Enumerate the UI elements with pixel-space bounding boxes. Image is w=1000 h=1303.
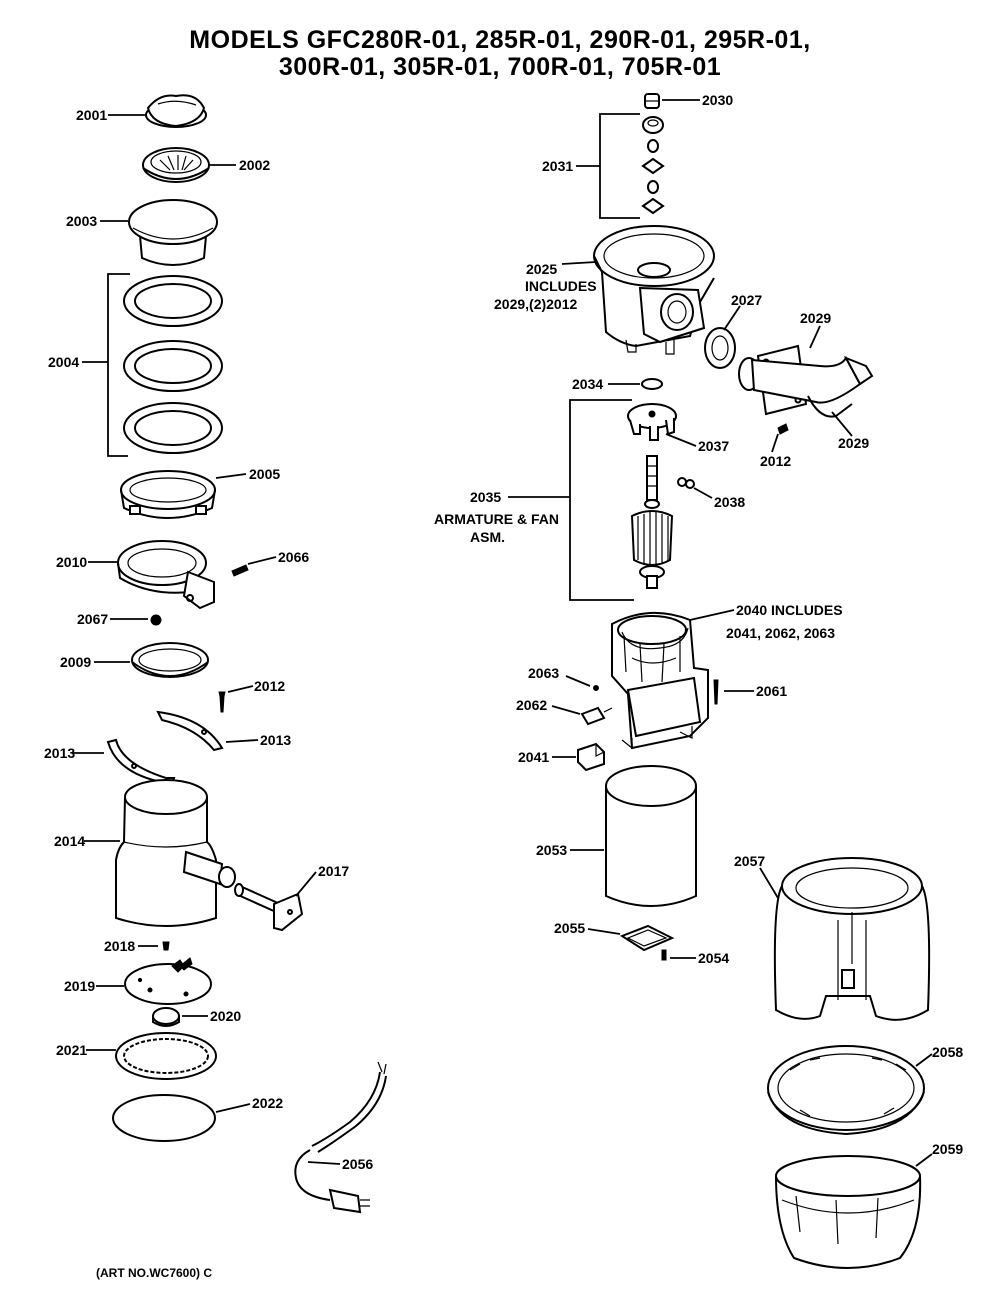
diagram-title-line-1: MODELS GFC280R-01, 285R-01, 290R-01, 295…	[189, 26, 811, 54]
label-2038: 2038	[714, 494, 745, 510]
part-2002-splash-guard-drawing	[142, 147, 210, 183]
label-2018: 2018	[104, 938, 135, 954]
label-2029-top: 2029	[800, 310, 831, 326]
label-2037: 2037	[698, 438, 729, 454]
part-2040-stator-assembly-drawing	[611, 611, 709, 750]
part-2001-stopper-drawing	[145, 94, 207, 128]
label-2035: 2035	[470, 489, 501, 505]
part-2038-clip-drawing	[677, 477, 695, 489]
part-2054-screw-drawing	[661, 949, 667, 961]
label-2059: 2059	[932, 1141, 963, 1157]
label-2010: 2010	[56, 554, 87, 570]
part-2013-support-ring-lower-drawing	[106, 738, 176, 786]
label-2013-right: 2013	[260, 732, 291, 748]
part-2035-armature-drawing	[630, 455, 674, 589]
part-2020-nut-drawing	[152, 1007, 180, 1027]
label-2001: 2001	[76, 107, 107, 123]
part-2063-screw-drawing	[593, 685, 599, 691]
part-2058-bottom-ring-drawing	[767, 1045, 925, 1136]
label-2067: 2067	[77, 611, 108, 627]
part-2029-discharge-tube-drawing	[738, 344, 874, 418]
part-2041-terminal-cover-drawing	[577, 742, 605, 772]
part-2013-support-ring-upper-drawing	[156, 710, 224, 752]
label-2058: 2058	[932, 1044, 963, 1060]
label-2040-list: 2041, 2062, 2063	[726, 625, 835, 641]
label-2062: 2062	[516, 697, 547, 713]
part-2012-screw-right-drawing	[777, 423, 789, 435]
label-2022: 2022	[252, 1095, 283, 1111]
label-2021: 2021	[56, 1042, 87, 1058]
label-2002: 2002	[239, 157, 270, 173]
label-2014: 2014	[54, 833, 85, 849]
part-2057-outer-shell-drawing	[773, 857, 931, 1021]
part-2053-motor-shell-drawing	[605, 765, 697, 907]
label-2017: 2017	[318, 863, 349, 879]
label-2054: 2054	[698, 950, 729, 966]
label-2003: 2003	[66, 213, 97, 229]
label-2005: 2005	[249, 466, 280, 482]
part-2061-screw-drawing	[713, 679, 719, 705]
label-2004: 2004	[48, 354, 79, 370]
part-2034-washer-drawing	[641, 378, 663, 390]
part-2003-sink-flange-drawing	[128, 199, 218, 266]
label-2034: 2034	[572, 376, 603, 392]
label-2025-list: 2029,(2)2012	[494, 296, 578, 312]
part-2062-switch-drawing	[580, 706, 613, 726]
part-2030-cap-drawing	[644, 93, 660, 109]
diagram-title-line-2: 300R-01, 305R-01, 700R-01, 705R-01	[278, 53, 722, 81]
part-2022-gasket-drawing	[112, 1094, 216, 1142]
label-2056: 2056	[342, 1156, 373, 1172]
label-2020: 2020	[210, 1008, 241, 1024]
part-2055-cover-plate-drawing	[619, 924, 675, 952]
part-2037-fan-drawing	[627, 403, 677, 441]
part-2021-grind-ring-drawing	[115, 1032, 217, 1080]
part-2031-hardware-kit-drawing	[641, 116, 665, 215]
label-2031: 2031	[542, 158, 573, 174]
part-2056-power-cord-drawing	[294, 1061, 387, 1214]
part-2019-turntable-drawing	[124, 957, 212, 1005]
part-2027-gasket-drawing	[704, 327, 736, 369]
label-2040: 2040 INCLUDES	[736, 602, 843, 618]
part-2012-screw-left-drawing	[218, 691, 226, 713]
part-2010-mounting-collar-drawing	[117, 540, 215, 610]
art-number-footer: (ART NO.WC7600) C	[96, 1266, 212, 1280]
label-2012-right: 2012	[760, 453, 791, 469]
label-2025-includes: INCLUDES	[525, 278, 597, 294]
part-2066-screw-drawing	[231, 564, 249, 577]
part-2014-hopper-body-drawing	[115, 779, 236, 927]
part-2004-gaskets-drawing	[123, 275, 223, 454]
label-2025: 2025	[526, 261, 557, 277]
part-2017-dishwasher-plug-drawing	[234, 883, 304, 932]
part-2018-bolt-drawing	[162, 941, 170, 951]
part-2025-upper-housing-drawing	[593, 225, 715, 355]
label-2055: 2055	[554, 920, 585, 936]
part-2009-snap-ring-drawing	[131, 642, 209, 678]
part-2067-nut-drawing	[150, 614, 162, 626]
label-2063: 2063	[528, 665, 559, 681]
label-2061: 2061	[756, 683, 787, 699]
part-2059-base-cup-drawing	[775, 1155, 922, 1269]
label-2009: 2009	[60, 654, 91, 670]
part-2005-mounting-ring-drawing	[120, 470, 216, 519]
label-2030: 2030	[702, 92, 733, 108]
label-2053: 2053	[536, 842, 567, 858]
label-2035-asm: ASM.	[470, 529, 505, 545]
label-2041: 2041	[518, 749, 549, 765]
label-2019: 2019	[64, 978, 95, 994]
label-2012-left: 2012	[254, 678, 285, 694]
label-2027: 2027	[731, 292, 762, 308]
label-2035-armature-fan: ARMATURE & FAN	[434, 511, 559, 527]
label-2057: 2057	[734, 853, 765, 869]
label-2066: 2066	[278, 549, 309, 565]
label-2029-bottom: 2029	[838, 435, 869, 451]
label-2013-left: 2013	[44, 745, 75, 761]
